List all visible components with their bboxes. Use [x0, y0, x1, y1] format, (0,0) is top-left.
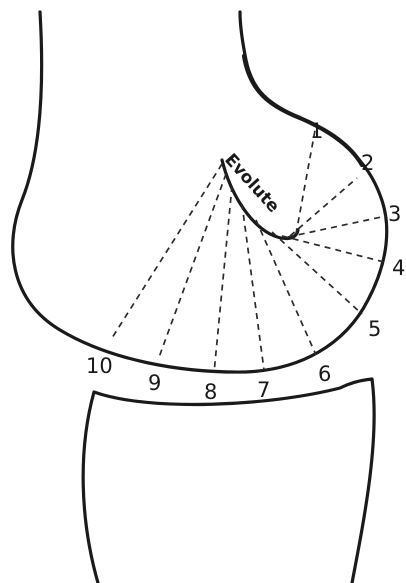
- radii-of-curvature: [112, 125, 386, 373]
- point-label-8: 8: [204, 380, 217, 404]
- radius-6: [256, 220, 316, 355]
- radius-4: [282, 236, 384, 262]
- point-label-10: 10: [86, 354, 113, 378]
- point-label-3: 3: [388, 202, 401, 226]
- radius-8: [214, 186, 232, 373]
- point-label-6: 6: [318, 362, 331, 386]
- point-label-2: 2: [361, 151, 374, 175]
- point-label-4: 4: [392, 256, 405, 280]
- point-label-9: 9: [148, 371, 161, 395]
- radius-10: [112, 164, 222, 338]
- point-label-1: 1: [310, 119, 323, 143]
- radius-9: [158, 174, 226, 360]
- point-label-5: 5: [368, 317, 381, 341]
- point-label-7: 7: [257, 378, 270, 402]
- tibia-outline: [83, 379, 374, 583]
- femur-posterior-edge: [244, 56, 362, 165]
- radius-2: [290, 178, 357, 236]
- femur-outline: [13, 12, 387, 372]
- radius-3: [288, 216, 386, 237]
